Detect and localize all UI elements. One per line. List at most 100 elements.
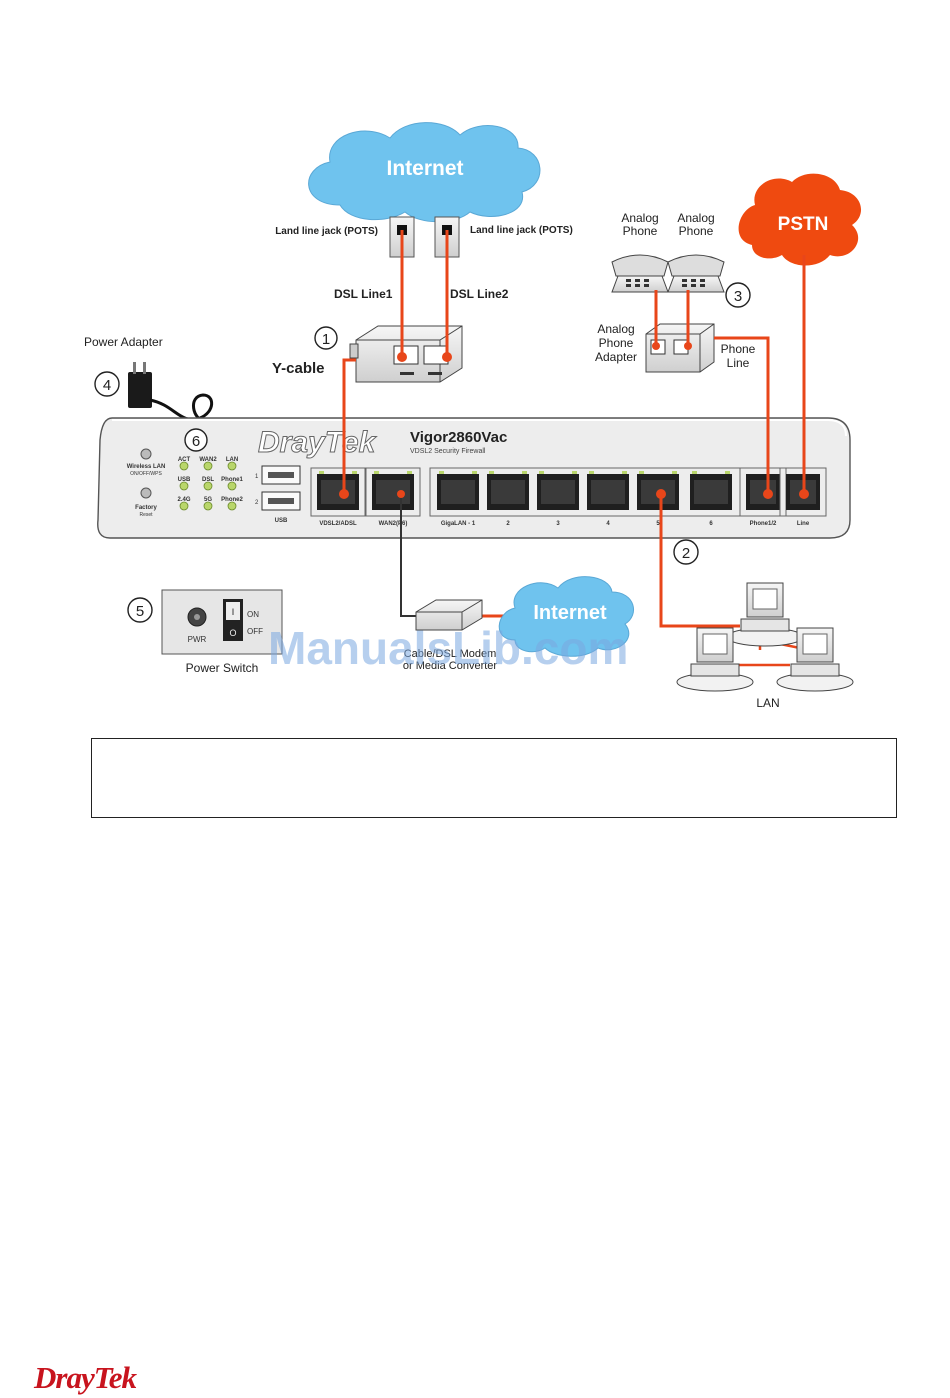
port-label: Phone1/2 [750, 521, 777, 527]
pstn-cloud: PSTN [738, 173, 862, 266]
pstn-label: PSTN [778, 214, 829, 235]
usb-port-2[interactable] [261, 491, 301, 511]
modem-label-2: or Media Converter [403, 660, 497, 672]
led-label: Phone1 [221, 477, 243, 483]
led-wan2 [203, 461, 213, 471]
led-dsl [203, 481, 213, 491]
cable-ycable-to-vdsl [342, 358, 356, 494]
power-switch-label: Power Switch [186, 661, 259, 675]
internet-top-label: Internet [386, 157, 463, 180]
analog-phone-right [667, 254, 725, 293]
port-wan2-p6-[interactable]: WAN2(P6) [365, 467, 421, 527]
usb-port-2-number: 2 [255, 500, 259, 506]
led-2-4g [179, 501, 189, 511]
led-act [179, 461, 189, 471]
svg-text:1: 1 [322, 331, 330, 348]
footer-brand-logo: DrayTek [34, 1360, 137, 1395]
port-gigalan-1[interactable]: GigaLAN - 1 [437, 471, 479, 527]
marker-2: 2 [673, 539, 699, 565]
usb-port-1[interactable] [261, 465, 301, 485]
analog-phone-adapter [645, 323, 715, 373]
power-adapter-label: Power Adapter [84, 335, 163, 349]
power-switch-panel: PWR I O ON OFF [161, 589, 283, 655]
lan-pc-3 [776, 627, 854, 692]
port-4[interactable]: 4 [587, 471, 629, 527]
led-lan [227, 461, 237, 471]
router-brand-logo: DrayTek [258, 426, 377, 459]
svg-text:I: I [232, 607, 235, 617]
factory-button-label-2: Reset [139, 512, 153, 518]
manualslib-watermark: ManualsLib.com [268, 622, 628, 674]
wlan-button-label-1: Wireless LAN [127, 464, 166, 470]
analog-phone-left-label-1: Analog [621, 211, 658, 225]
port-label: 4 [606, 521, 610, 527]
cable-dsl-modem [415, 599, 483, 631]
marker-6: 6 [184, 428, 208, 452]
port-2[interactable]: 2 [487, 471, 529, 527]
factory-button-label-1: Factory [135, 505, 157, 511]
port-vdsl2-adsl[interactable]: VDSL2/ADSL [310, 467, 366, 527]
led-label: DSL [202, 477, 214, 483]
usb-port-1-number: 1 [255, 474, 259, 480]
wlan-button-label-2: ON/OFF/WPS [130, 471, 162, 477]
port-label: 2 [506, 521, 510, 527]
cable-adapter-to-phone-port [714, 336, 770, 494]
land-jack-right-label: Land line jack (POTS) [470, 225, 573, 236]
led-label: WAN2 [199, 457, 217, 463]
led-label: USB [178, 477, 191, 483]
cable-end-dots [339, 342, 809, 499]
internet-cloud-bottom: Internet [498, 576, 634, 657]
switch-off-label: OFF [247, 627, 263, 636]
lan-pc-group [676, 582, 854, 692]
land-jack-left-label: Land line jack (POTS) [275, 226, 378, 237]
marker-1: 1 [314, 326, 338, 350]
svg-text:6: 6 [192, 433, 200, 450]
port-label: VDSL2/ADSL [319, 521, 357, 527]
analog-phone-right-label-1: Analog [677, 211, 714, 225]
lan-pc-2 [676, 627, 754, 692]
dsl-line2-label: DSL Line2 [450, 287, 509, 301]
cable-wan2-to-modem [400, 494, 420, 617]
phone-adapter-label-3: Adapter [595, 350, 637, 364]
led-label: Phone2 [221, 497, 243, 503]
svg-text:O: O [229, 628, 236, 638]
svg-text:5: 5 [136, 603, 144, 620]
svg-text:4: 4 [103, 377, 111, 394]
modem-label-1: Cable/DSL Modem [404, 648, 497, 660]
factory-reset-button[interactable] [140, 487, 152, 499]
port-label: 6 [709, 521, 713, 527]
svg-text:3: 3 [734, 288, 742, 305]
led-phone2 [227, 501, 237, 511]
analog-phone-left [611, 254, 669, 293]
analog-phone-left-label-2: Phone [623, 224, 658, 238]
led-usb [179, 481, 189, 491]
marker-5: 5 [127, 597, 153, 623]
cable-lan5-to-pcs [659, 494, 740, 628]
wlan-wps-button[interactable] [140, 448, 152, 460]
phone-adapter-label-2: Phone [599, 336, 634, 350]
marker-4: 4 [94, 371, 120, 397]
internet-bottom-label: Internet [533, 602, 607, 624]
note-box [91, 738, 897, 818]
y-cable-label: Y-cable [272, 360, 325, 377]
led-label: ACT [178, 457, 191, 463]
port-3[interactable]: 3 [537, 471, 579, 527]
cable-lines [342, 230, 806, 628]
router-subtitle: VDSL2 Security Firewall [410, 448, 486, 455]
led-phone1 [227, 481, 237, 491]
phone-line-label-1: Phone [721, 342, 756, 356]
port-label: Line [797, 521, 810, 527]
lan-label: LAN [756, 696, 779, 710]
phone-adapter-label-1: Analog [597, 322, 634, 336]
port-label: WAN2(P6) [379, 521, 408, 527]
power-adapter-plug [128, 362, 214, 424]
y-cable-splitter [349, 325, 463, 383]
marker-3: 3 [725, 282, 751, 308]
led-label: 2.4G [177, 497, 190, 503]
lan-pc-1 [726, 582, 804, 647]
pwr-label: PWR [188, 635, 207, 644]
usb-label: USB [275, 518, 288, 524]
dsl-line1-label: DSL Line1 [334, 287, 393, 301]
port-6[interactable]: 6 [690, 471, 732, 527]
led-5g [203, 501, 213, 511]
